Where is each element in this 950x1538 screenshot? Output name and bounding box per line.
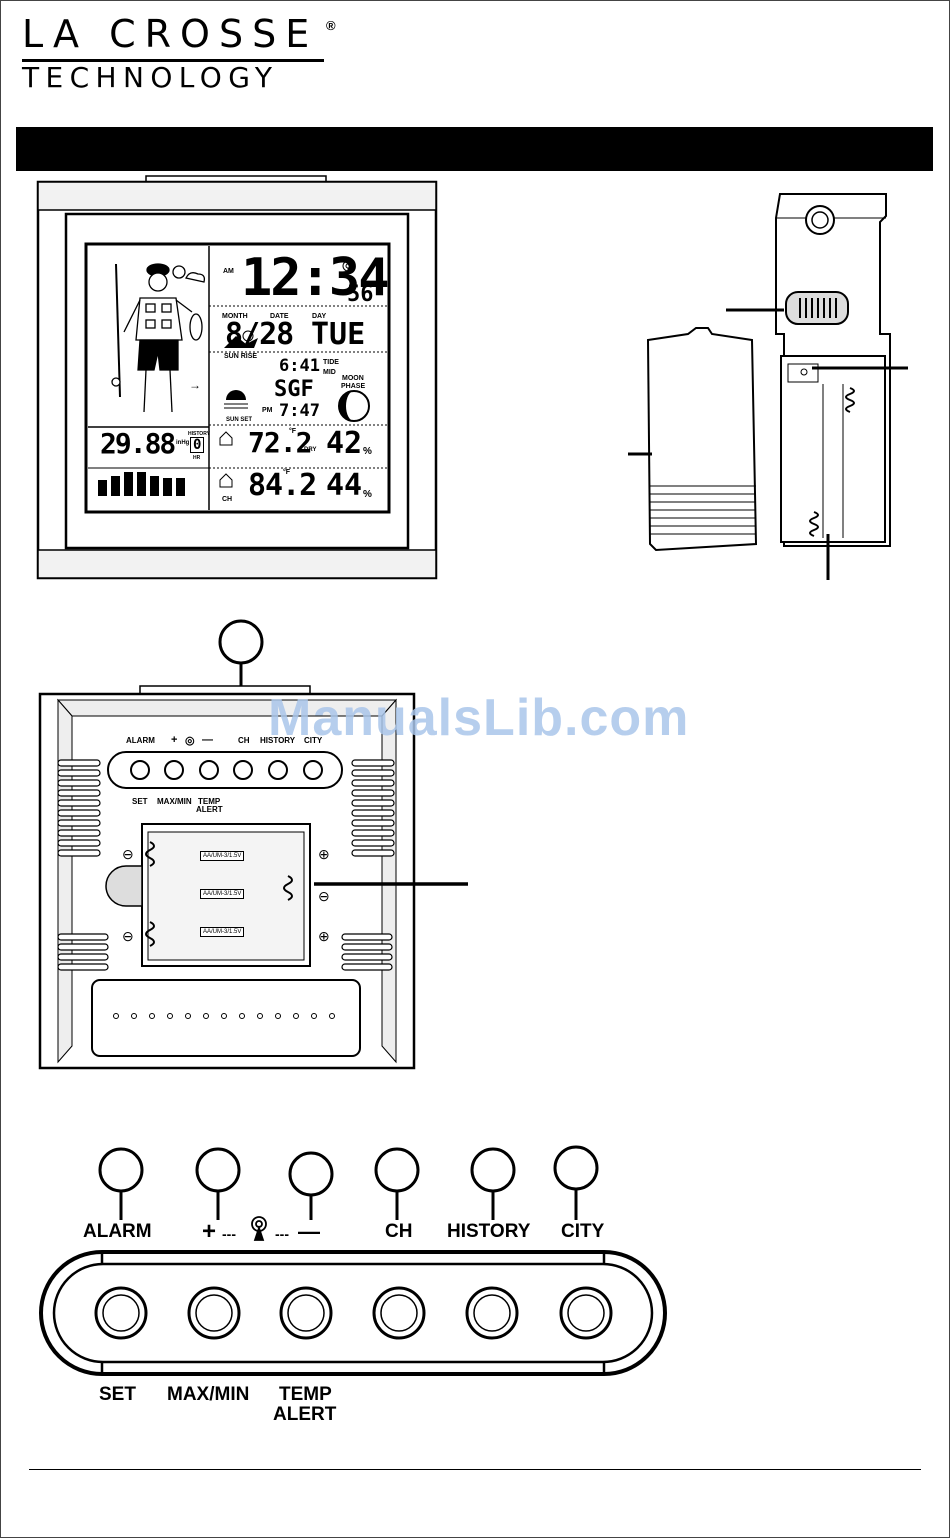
sensor-drawing — [628, 193, 908, 580]
history-unit: HR — [193, 455, 201, 461]
seconds-display: 56 — [347, 282, 374, 307]
back-alarm-label: ALARM — [126, 736, 155, 745]
moon-label: MOON — [342, 375, 364, 382]
temp-label: TEMP — [279, 1384, 332, 1405]
station-housing-drawing: → — [36, 175, 438, 580]
history-value: 0 — [190, 437, 205, 453]
alert-label: ALERT — [273, 1404, 337, 1425]
moon-phase-icon — [338, 390, 370, 422]
tide-label: TIDE — [323, 359, 339, 366]
home-outdoor-icon — [219, 473, 233, 488]
city-display: SGF — [274, 377, 314, 402]
maxmin-label: MAX/MIN — [167, 1384, 250, 1405]
footer-rule — [29, 1469, 921, 1470]
back-ch-label: CH — [238, 736, 250, 745]
minus-label: — — [298, 1219, 320, 1244]
outdoor-humidity-unit: % — [363, 489, 372, 500]
weekday-display: TUE — [311, 317, 366, 352]
back-city-label: CITY — [304, 736, 323, 745]
date-display: 8/28 — [225, 317, 294, 352]
sunrise-icon — [224, 330, 258, 348]
back-temp-label: TEMP — [198, 797, 221, 806]
sun-set-label: SUN SET — [226, 417, 253, 423]
sunset-icon — [224, 390, 248, 409]
outdoor-temp-unit: °F — [283, 469, 291, 476]
signal-tower-icon — [342, 260, 354, 278]
history-label: HISTORY — [188, 431, 210, 437]
outdoor-temp-display: 84.2 — [248, 468, 317, 503]
button-panel-closeup: ALARM + --- --- — CH HISTORY CITY SET MA… — [36, 1144, 676, 1434]
month-label: MONTH — [222, 313, 248, 320]
signal-antenna-icon — [251, 1216, 267, 1241]
plus-symbol-top-right: ⊕ — [318, 846, 330, 862]
day-label: DAY — [312, 313, 327, 320]
am-label: AM — [223, 268, 234, 275]
minus-symbol-bottom-left: ⊖ — [122, 928, 134, 944]
sun-rise-label: SUN RISE — [224, 353, 258, 360]
section-title-bar — [16, 127, 933, 171]
station-back: ALARM + ◎ — CH HISTORY CITY SET MAX/MIN … — [36, 616, 476, 1074]
alarm-label: ALARM — [83, 1221, 152, 1242]
battery-label-2: AA/UM-3/1.5V — [200, 889, 245, 899]
city-button-label: CITY — [561, 1221, 605, 1242]
ch-label: CH — [222, 496, 233, 503]
back-set-label: SET — [132, 797, 148, 806]
mid-label: MID — [323, 369, 336, 376]
indoor-temp-display: 72.2 — [248, 426, 312, 459]
back-history-label: HISTORY — [260, 736, 296, 745]
registered-mark: ® — [326, 18, 336, 33]
brand-logo-line1: LA CROSSE — [22, 12, 319, 56]
remote-sensor — [628, 188, 918, 584]
weather-station-front: → AM 12:34 — [36, 172, 438, 582]
svg-text:→: → — [189, 378, 201, 392]
dashes-left: --- — [222, 1226, 236, 1242]
sunrise-time: 6:41 — [279, 356, 320, 376]
station-back-drawing — [38, 619, 468, 1070]
back-plus-label: + — [171, 734, 178, 746]
minus-symbol-top-left: ⊖ — [122, 846, 134, 862]
pressure-display: 29.88 — [100, 427, 176, 460]
back-alert-label: ALERT — [196, 805, 223, 814]
button-panel-drawing — [39, 1145, 667, 1376]
brand-logo-line2: TECHNOLOGY — [22, 61, 279, 94]
home-indoor-icon — [219, 431, 233, 446]
fisherman-icon — [111, 263, 206, 413]
ch-button-label: CH — [385, 1221, 413, 1242]
back-minus-label: — — [202, 734, 213, 746]
indoor-humidity-unit: % — [363, 446, 372, 457]
battery-label-3: AA/UM-3/1.5V — [200, 927, 245, 937]
history-button-label: HISTORY — [447, 1221, 531, 1242]
logo-rule — [22, 59, 324, 62]
back-maxmin-label: MAX/MIN — [157, 797, 192, 806]
indoor-temp-unit: °F — [289, 428, 297, 435]
pm-label: PM — [262, 407, 273, 414]
set-label: SET — [99, 1384, 136, 1405]
dry-label: DRY — [304, 447, 317, 453]
minus-symbol-middle-right: ⊖ — [318, 888, 330, 904]
phase-label: PHASE — [341, 383, 366, 390]
pressure-graph-bars — [98, 472, 185, 496]
sunset-time: 7:47 — [279, 401, 320, 421]
dashes-right: --- — [275, 1226, 289, 1242]
plus-symbol-bottom-right: ⊕ — [318, 928, 330, 944]
plus-label: + — [202, 1218, 217, 1245]
battery-label-1: AA/UM-3/1.5V — [200, 851, 245, 861]
outdoor-humidity-display: 44 — [326, 468, 363, 503]
time-display: 12:34 — [241, 248, 390, 308]
back-signal-icon: ◎ — [185, 735, 195, 747]
watermark: ManualsLib.com — [268, 689, 690, 747]
indoor-humidity-display: 42 — [326, 426, 363, 461]
date-label: DATE — [270, 313, 289, 320]
pressure-unit: inHg — [176, 440, 190, 446]
